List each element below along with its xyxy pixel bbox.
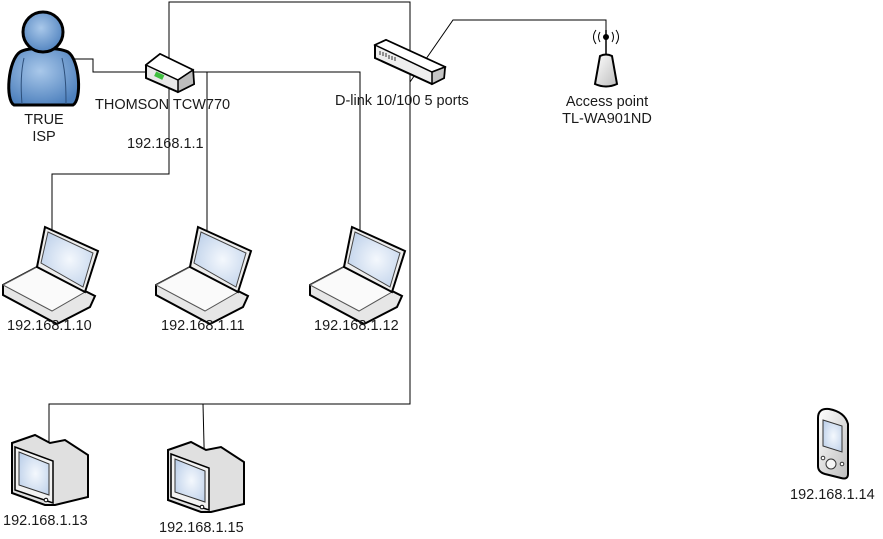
isp-label: TRUE ISP (20, 112, 68, 146)
desktop-monitor-icon-2 (167, 440, 245, 513)
isp-label-line1: TRUE (24, 112, 64, 128)
router-ip-label: 192.168.1.1 (127, 136, 204, 152)
desktop1-ip-label: 192.168.1.13 (3, 513, 88, 529)
connection-lines (45, 1, 607, 486)
laptop-icon-3 (308, 225, 407, 326)
access-point-icon (593, 29, 619, 88)
access-point-label-line2: TL-WA901ND (562, 111, 652, 127)
laptop2-ip-label: 192.168.1.11 (161, 318, 245, 334)
access-point-label: Access point TL-WA901ND (548, 94, 666, 128)
laptop1-ip-label: 192.168.1.10 (7, 318, 92, 334)
laptop-icon-2 (154, 225, 253, 326)
link-switch-desktops (48, 80, 411, 470)
isp-label-line2: ISP (32, 129, 56, 145)
link-router-laptop3 (207, 71, 361, 270)
desktop-monitor-icon-1 (11, 433, 89, 506)
access-point-label-line1: Access point (565, 94, 649, 110)
switch-name-label: D-link 10/100 5 ports (335, 93, 469, 109)
link-router-switch (168, 1, 411, 80)
link-router-laptop1 (51, 72, 170, 278)
pda-ip-label: 192.168.1.14 (790, 487, 875, 503)
pda-icon (817, 407, 849, 480)
switch-icon (373, 38, 447, 86)
laptop3-ip-label: 192.168.1.12 (314, 318, 399, 334)
desktop2-ip-label: 192.168.1.15 (159, 520, 244, 536)
router-icon (144, 52, 196, 94)
router-name-label: THOMSON TCW770 (95, 97, 231, 113)
user-icon (7, 10, 81, 107)
laptop-icon-1 (1, 225, 100, 326)
